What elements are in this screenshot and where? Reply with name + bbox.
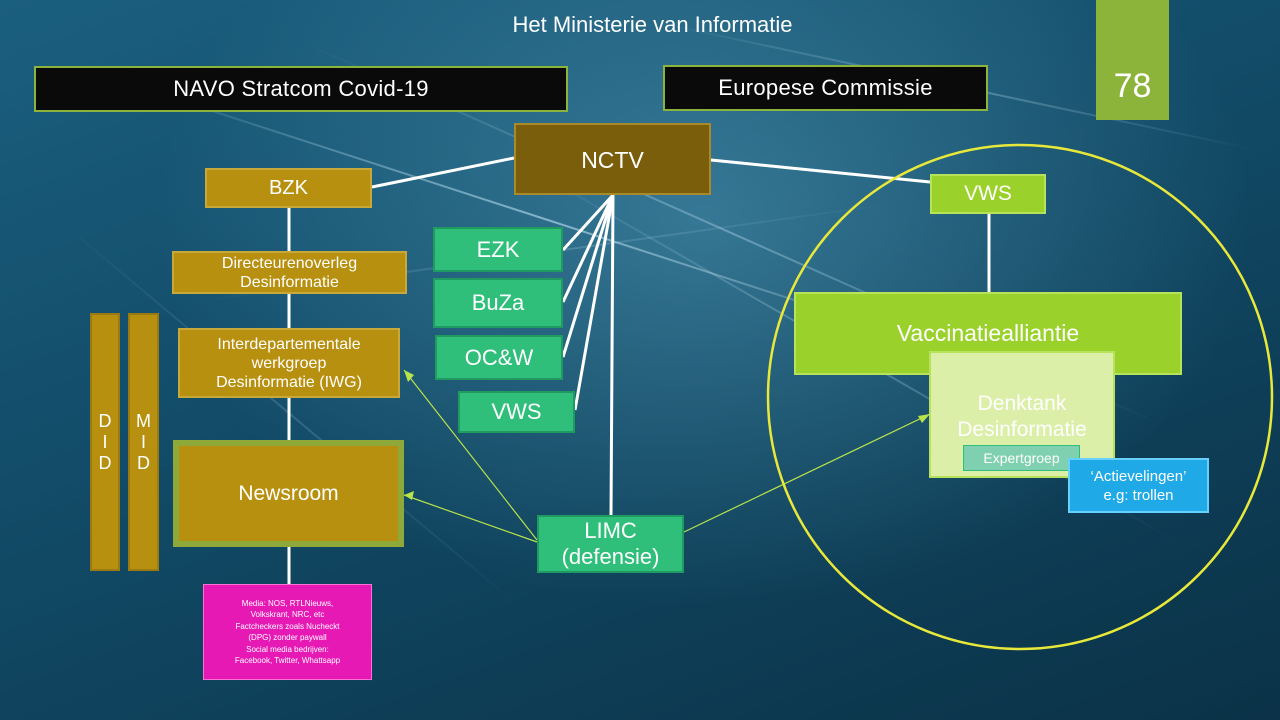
mid-letter-2: I: [140, 431, 146, 452]
ezk-box: EZK: [433, 227, 563, 272]
mid-letter-1: M: [136, 410, 151, 431]
did-bar: D I D: [90, 313, 120, 571]
limc-box: LIMC (defensie): [537, 515, 684, 573]
vaccinatiealliantie-label: Vaccinatiealliantie: [896, 320, 1080, 346]
ocw-box: OC&W: [435, 335, 563, 380]
page-number: 78: [1113, 66, 1152, 105]
iwg-label-line1: Interdepartementale: [217, 335, 361, 353]
expertgroep-label: Expertgroep: [983, 450, 1060, 466]
mid-bar: M I D: [128, 313, 159, 571]
iwg-label-line2: werkgroep: [251, 354, 327, 372]
directeurenoverleg-label-line1: Directeurenoverleg: [221, 254, 358, 272]
iwg-box: Interdepartementale werkgroep Desinforma…: [178, 328, 400, 398]
page-number-badge: 78: [1096, 0, 1169, 120]
newsroom-box: Newsroom: [173, 440, 404, 547]
actievelingen-label-line1: ‘Actievelingen’: [1090, 467, 1187, 485]
vws-mid-label: VWS: [491, 399, 542, 424]
newsroom-label: Newsroom: [238, 481, 339, 505]
limc-label-line2: (defensie): [561, 544, 660, 569]
bzk-label: BZK: [269, 176, 308, 199]
media-box: Media: NOS, RTLNieuws, Volkskrant, NRC, …: [203, 584, 372, 680]
vws-mid-box: VWS: [458, 391, 575, 433]
directeurenoverleg-box: Directeurenoverleg Desinformatie: [172, 251, 407, 294]
media-line-6: Facebook, Twitter, Whattsapp: [234, 656, 341, 665]
ezk-label: EZK: [476, 236, 520, 262]
did-letter-1: D: [98, 410, 112, 431]
navo-stratcom-box: NAVO Stratcom Covid-19: [34, 66, 568, 112]
media-line-1: Media: NOS, RTLNieuws,: [241, 598, 334, 608]
nctv-box: NCTV: [514, 123, 711, 195]
slide-title: Het Ministerie van Informatie: [512, 12, 793, 37]
europese-commissie-label: Europese Commissie: [718, 75, 933, 100]
buza-label: BuZa: [471, 290, 525, 315]
actievelingen-label-line2: e.g: trollen: [1103, 486, 1174, 504]
media-line-5: Social media bedrijven:: [246, 644, 329, 654]
vws-top-box: VWS: [930, 174, 1046, 214]
actievelingen-box: ‘Actievelingen’ e.g: trollen: [1068, 458, 1209, 513]
buza-box: BuZa: [433, 278, 563, 328]
mid-letter-3: D: [137, 452, 150, 473]
expertgroep-box: Expertgroep: [963, 445, 1080, 471]
vws-top-label: VWS: [964, 182, 1012, 205]
did-letter-3: D: [98, 452, 112, 473]
denktank-label-line2: Desinformatie: [957, 418, 1087, 441]
denktank-label-line1: Denktank: [977, 392, 1067, 415]
iwg-label-line3: Desinformatie (IWG): [216, 373, 362, 391]
media-line-4: (DPG) zonder paywall: [248, 633, 327, 642]
europese-commissie-box: Europese Commissie: [663, 65, 988, 111]
media-line-3: Factcheckers zoals Nucheckt: [235, 621, 340, 631]
nctv-label: NCTV: [581, 147, 644, 173]
directeurenoverleg-label-line2: Desinformatie: [240, 273, 339, 291]
media-line-2: Volkskrant, NRC, etc: [250, 610, 325, 619]
did-letter-2: I: [102, 431, 108, 452]
navo-stratcom-label: NAVO Stratcom Covid-19: [173, 76, 429, 101]
ocw-label: OC&W: [464, 344, 534, 370]
bzk-box: BZK: [205, 168, 372, 208]
limc-label-line1: LIMC: [584, 518, 637, 543]
